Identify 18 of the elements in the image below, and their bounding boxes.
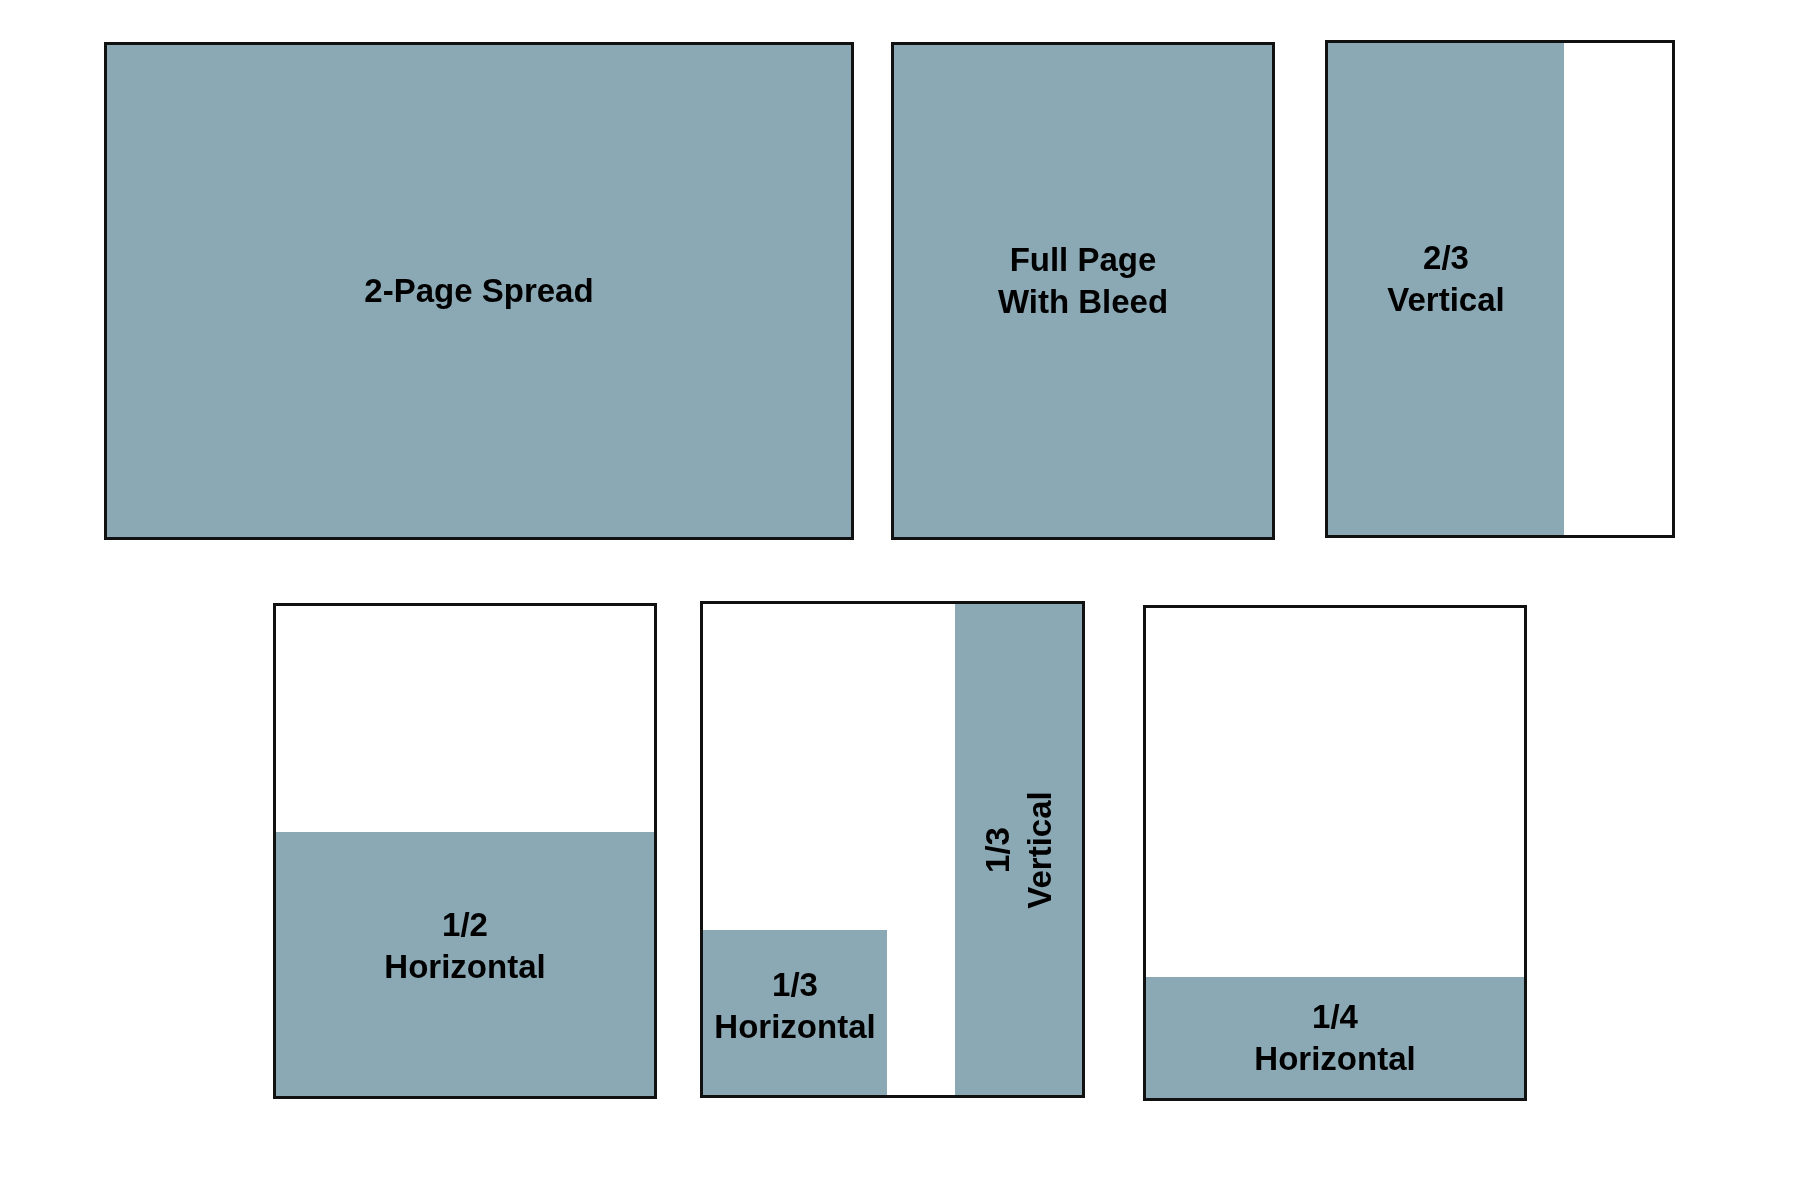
page-outline (700, 601, 1085, 1098)
size-label: 1/4 Horizontal (1253, 996, 1417, 1079)
size-label: 1/3 Horizontal (713, 964, 877, 1047)
page-outline (1325, 40, 1675, 538)
page-outline (1143, 605, 1527, 1101)
ad-area (276, 832, 654, 1096)
size-label: 2/3 Vertical (1386, 238, 1506, 320)
size-label: 2-Page Spread (364, 271, 594, 311)
page-block (891, 42, 1275, 540)
size-label: 1/3 Vertical (977, 789, 1059, 911)
size-label: 1/2 Horizontal (383, 905, 547, 987)
ad-area (955, 604, 1082, 1095)
size-label: Full Page With Bleed (996, 240, 1170, 322)
ad-area (703, 930, 887, 1095)
page-outline (273, 603, 657, 1099)
ad-area (1146, 977, 1524, 1098)
page-block (104, 42, 854, 540)
ad-area (1328, 43, 1564, 535)
